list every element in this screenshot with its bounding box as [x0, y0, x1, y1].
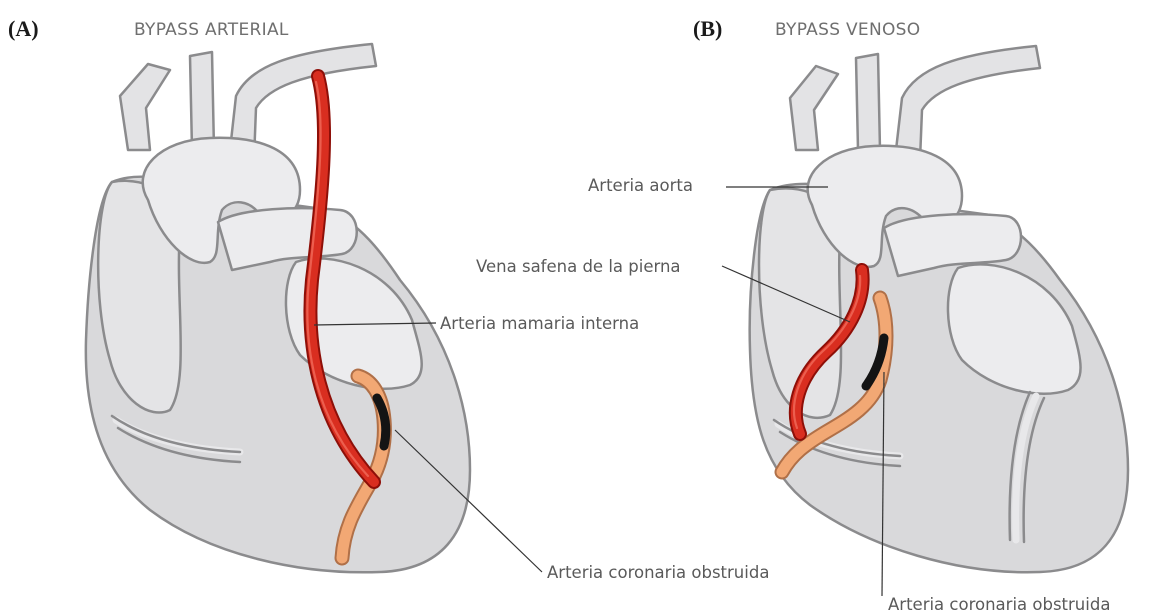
- panel-b-title: BYPASS VENOSO: [775, 20, 920, 40]
- heart-b: [750, 46, 1128, 572]
- panel-a-letter: (A): [8, 16, 39, 41]
- subclavian-vessel-b: [896, 46, 1040, 160]
- brachiocephalic-vessel-a: [120, 64, 170, 150]
- label-graft-a: Arteria mamaria interna: [440, 314, 639, 333]
- panel-a: (A) BYPASS ARTERIAL: [8, 16, 769, 582]
- label-blocked-a: Arteria coronaria obstruida: [547, 563, 769, 582]
- panel-b-letter: (B): [693, 16, 722, 41]
- label-blocked-b: Arteria coronaria obstruida: [888, 595, 1110, 614]
- brachiocephalic-vessel-b: [790, 66, 838, 150]
- carotid-vessel-b: [856, 54, 880, 150]
- carotid-vessel-a: [190, 52, 214, 150]
- label-aorta-b: Arteria aorta: [588, 176, 693, 195]
- heart-a: [86, 44, 470, 572]
- label-graft-b: Vena safena de la pierna: [476, 257, 681, 276]
- panel-a-title: BYPASS ARTERIAL: [134, 20, 289, 40]
